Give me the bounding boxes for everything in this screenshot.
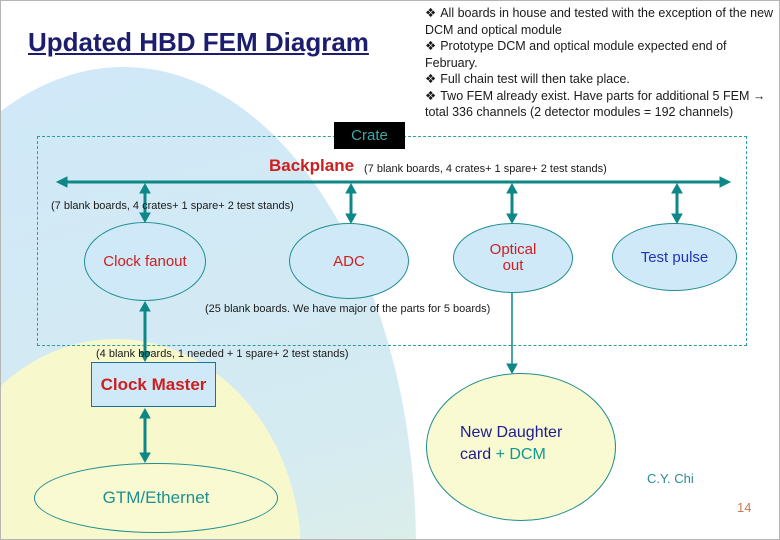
diamond-bullet-icon: ❖ <box>425 39 437 53</box>
page-number: 14 <box>737 500 752 515</box>
note-item: ❖All boards in house and tested with the… <box>425 5 777 38</box>
arrowhead-down-icon <box>506 363 518 375</box>
daughter-dcm-text: + DCM <box>495 445 546 463</box>
daughter-card-text: card <box>460 445 492 463</box>
node-clock-fanout: Clock fanout <box>84 222 206 301</box>
note-item: ❖Two FEM already exist. Have parts for a… <box>425 88 777 121</box>
note-item: ❖Full chain test will then take place. <box>425 71 777 88</box>
node-label: Test pulse <box>640 248 709 266</box>
node-label: Clock Master <box>100 374 207 394</box>
author-credit: C.Y. Chi <box>647 471 694 486</box>
node-clock-master: Clock Master <box>91 362 216 407</box>
daughter-line1: New Daughter <box>460 424 563 441</box>
note-text: Two FEM already exist. Have parts for ad… <box>425 88 766 120</box>
diamond-bullet-icon: ❖ <box>425 72 437 86</box>
node-label: GTM/Ethernet <box>102 488 210 507</box>
node-test-pulse: Test pulse <box>612 223 737 291</box>
note-text: All boards in house and tested with the … <box>425 6 774 37</box>
arrowhead-up-icon <box>139 407 151 419</box>
note-text: Prototype DCM and optical module expecte… <box>425 39 727 70</box>
arrowhead-up-icon <box>506 182 518 194</box>
arrowhead-up-icon <box>139 182 151 194</box>
page-title: Updated HBD FEM Diagram <box>28 27 369 57</box>
arrowhead-up-icon <box>671 182 683 194</box>
node-gtm-ethernet: GTM/Ethernet <box>34 463 278 533</box>
arrowhead-right-icon <box>719 176 732 188</box>
arrowhead-up-icon <box>345 182 357 194</box>
diamond-bullet-icon: ❖ <box>425 88 437 103</box>
arrowhead-down-icon <box>139 452 151 464</box>
backplane-note: (7 blank boards, 4 crates+ 1 spare+ 2 te… <box>364 163 607 175</box>
arrowhead-down-icon <box>139 351 151 363</box>
arrowhead-down-icon <box>506 213 518 225</box>
node-adc: ADC <box>289 223 409 299</box>
notes-block: ❖All boards in house and tested with the… <box>425 5 777 121</box>
arrowhead-down-icon <box>139 212 151 224</box>
node-new-daughter-card: New Daughter card + DCM <box>426 373 616 521</box>
arrowhead-down-icon <box>671 213 683 225</box>
backplane-label: Backplane <box>269 156 355 175</box>
arrowhead-down-icon <box>345 213 357 225</box>
clock-master-note: (4 blank boards, 1 needed + 1 spare+ 2 t… <box>96 348 349 360</box>
note-item: ❖Prototype DCM and optical module expect… <box>425 38 777 71</box>
node-label: New Daughter card + DCM <box>460 422 562 465</box>
crates-note: (7 blank boards, 4 crates+ 1 spare+ 2 te… <box>51 200 294 212</box>
crate-label: Crate <box>334 122 405 149</box>
boards-note: (25 blank boards. We have major of the p… <box>205 303 491 315</box>
node-label: Optical out <box>489 240 537 274</box>
node-label: Clock fanout <box>103 253 187 270</box>
node-optical-out: Optical out <box>453 223 573 293</box>
arrowhead-left-icon <box>55 176 68 188</box>
note-text: Full chain test will then take place. <box>440 72 630 86</box>
arrowhead-up-icon <box>139 300 151 312</box>
diamond-bullet-icon: ❖ <box>425 6 437 20</box>
node-label: ADC <box>333 252 365 270</box>
